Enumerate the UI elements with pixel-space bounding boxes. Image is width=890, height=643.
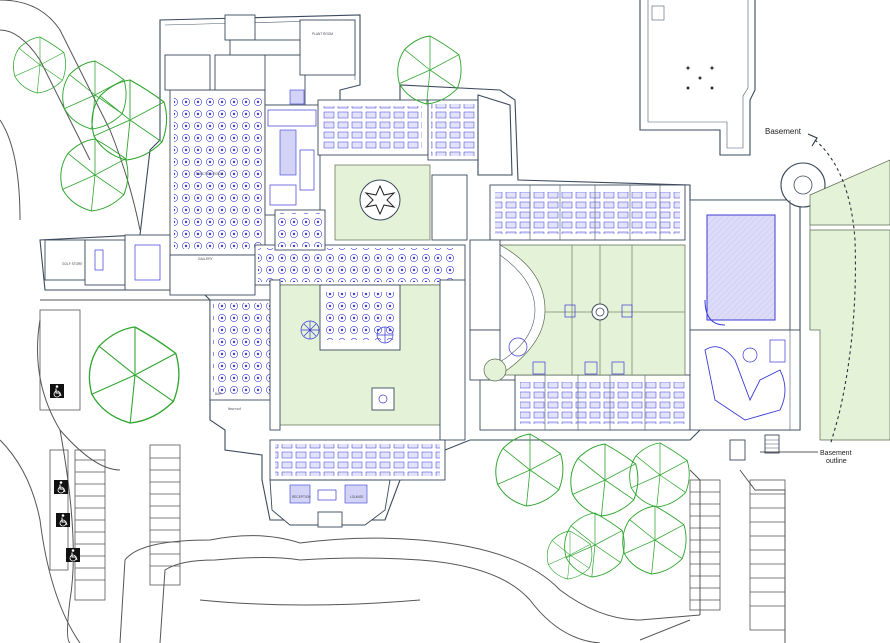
basement-outline-label: outline [826, 458, 847, 465]
left-wing [44, 234, 276, 401]
wheelchair-icon [50, 384, 64, 398]
svg-text:RECEPTION: RECEPTION [292, 495, 311, 499]
wheelchair-icon [54, 480, 68, 494]
pool-block [689, 199, 801, 431]
front-reception-block [269, 439, 446, 528]
function-room [164, 14, 356, 256]
stair-detail [729, 434, 780, 461]
svg-text:PLANT ROOM: PLANT ROOM [312, 32, 333, 36]
svg-text:GALLERY: GALLERY [198, 257, 214, 261]
upper-bedrooms [317, 94, 513, 176]
central-courtyard [269, 279, 466, 441]
svg-text:BAR: BAR [215, 392, 222, 396]
wheelchair-icon [66, 548, 80, 562]
svg-text:LOUNGE: LOUNGE [350, 495, 363, 499]
room-notes: FUNCTION ROOM GALLERY GOLF STORE PLANT R… [62, 32, 363, 499]
garden-courtyard [483, 244, 686, 382]
parking-bays [39, 309, 786, 631]
basement-label: Basement [765, 127, 802, 136]
svg-text:GOLF STORE: GOLF STORE [62, 262, 83, 266]
restaurant-strip [254, 209, 466, 286]
basement-dashed-arrow [807, 133, 856, 446]
east-lawn [809, 159, 890, 441]
inner-courtyard [334, 164, 468, 241]
kitchen [264, 89, 321, 216]
svg-text:FUNCTION ROOM: FUNCTION ROOM [196, 172, 224, 176]
wheelchair-icon [56, 513, 70, 527]
basement-outline-label: Basement [820, 450, 852, 457]
right-bedrooms-bottom [479, 374, 691, 431]
svg-text:New roof: New roof [228, 407, 241, 411]
basement-outline [639, 0, 756, 156]
